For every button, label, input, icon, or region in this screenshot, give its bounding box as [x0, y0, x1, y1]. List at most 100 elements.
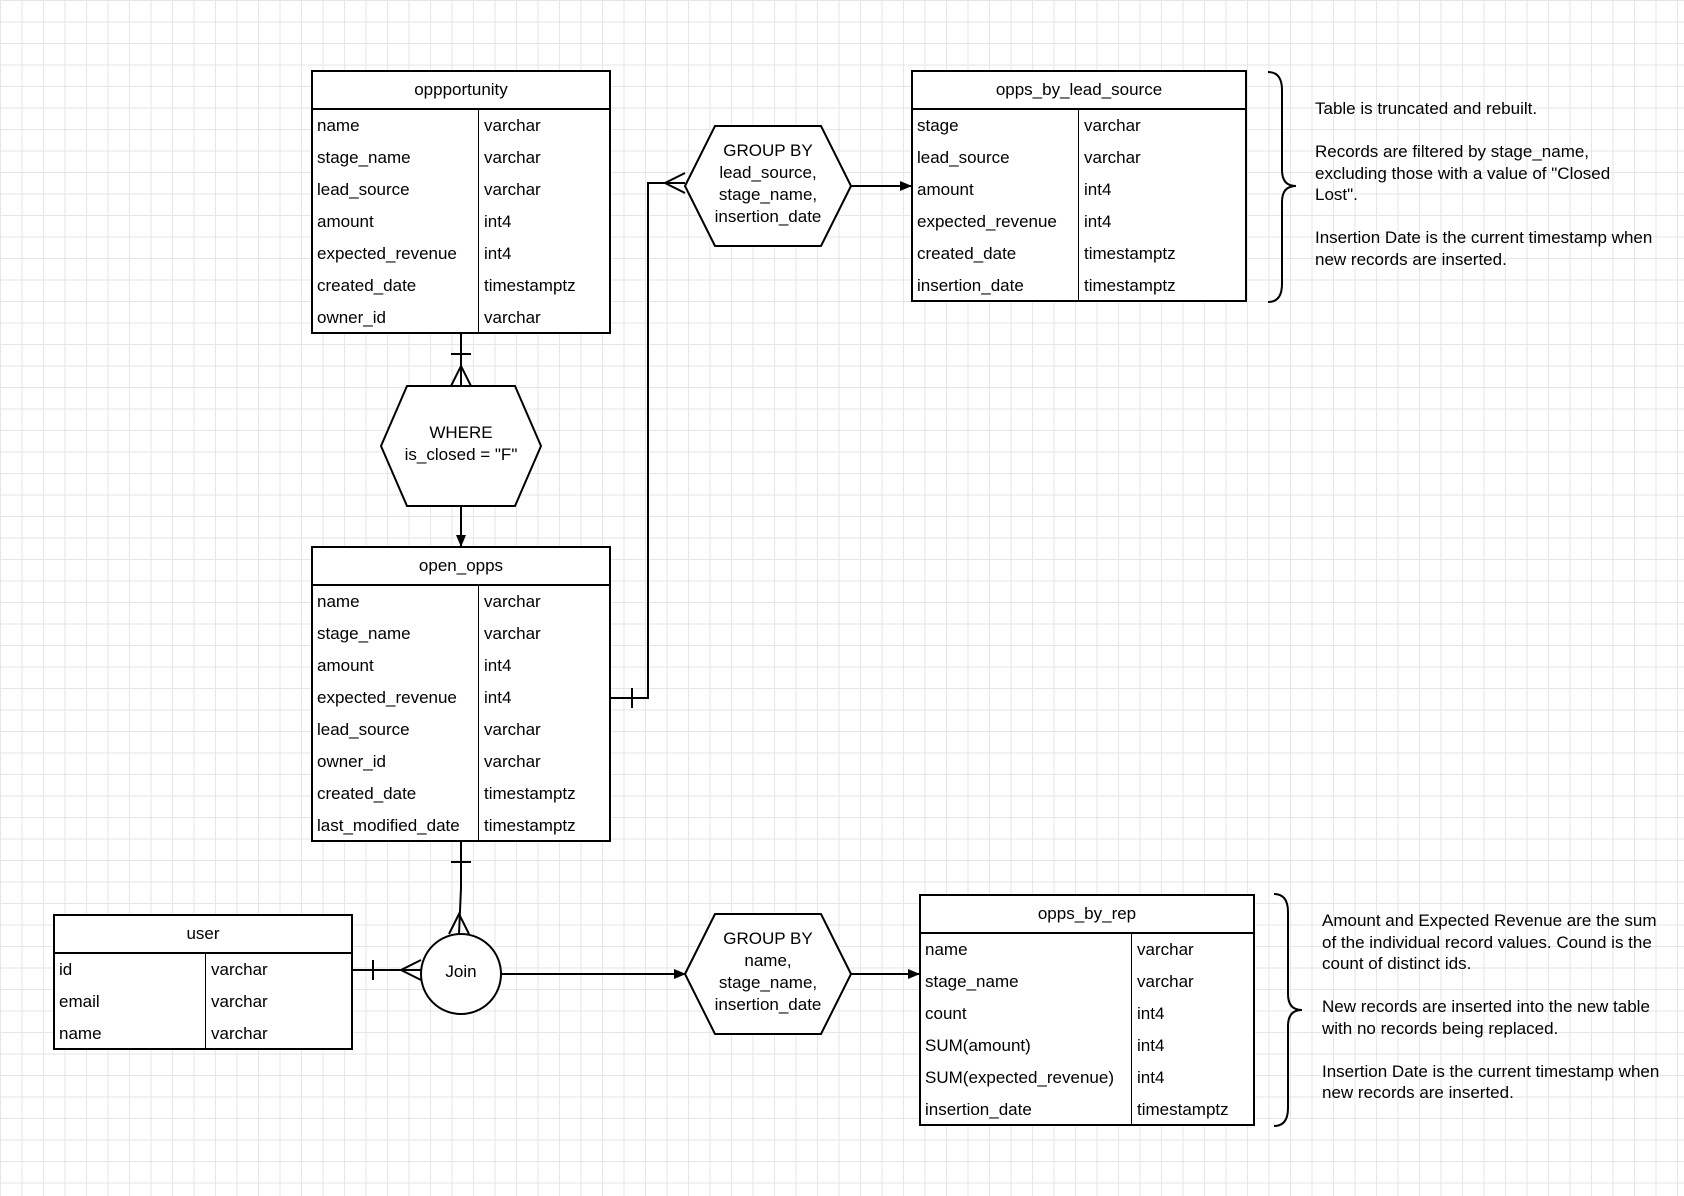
column-name: name — [55, 1018, 206, 1050]
entity-opps-by-lead-source[interactable]: opps_by_lead_source stage varchar lead_sou… — [911, 70, 1247, 302]
column-type: timestamptz — [1137, 1100, 1229, 1119]
entity-title: open_opps — [313, 548, 609, 586]
connector-open-opps-to-join — [448, 842, 471, 935]
column-type: varchar — [211, 992, 268, 1011]
column-name: expected_revenue — [913, 206, 1079, 238]
note-paragraph: Records are filtered by stage_name, excl… — [1315, 142, 1611, 204]
column-type: varchar — [484, 308, 541, 327]
column-name: stage_name — [313, 618, 479, 650]
column-name: email — [55, 986, 206, 1018]
column-type: timestamptz — [1084, 244, 1176, 263]
connector-user-to-join — [353, 959, 422, 981]
column-type: int4 — [1137, 1068, 1165, 1087]
column-name: amount — [913, 174, 1079, 206]
table-row[interactable]: count int4 — [921, 998, 1253, 1030]
note-paragraph: New records are inserted into the new ta… — [1322, 997, 1650, 1038]
table-row[interactable]: created_date timestamptz — [313, 270, 609, 302]
column-name: created_date — [313, 270, 479, 302]
column-name: amount — [313, 650, 479, 682]
table-row[interactable]: created_date timestamptz — [913, 238, 1245, 270]
column-type: varchar — [484, 592, 541, 611]
column-name: lead_source — [313, 714, 479, 746]
group-by-lead-source-label: GROUP BY lead_source, stage_name, insert… — [714, 141, 822, 226]
column-name: id — [55, 954, 206, 986]
connector-open-opps-to-group-lead-source — [611, 172, 686, 708]
column-name: stage_name — [313, 142, 479, 174]
note-paragraph: Amount and Expected Revenue are the sum … — [1322, 911, 1657, 973]
table-row[interactable]: name varchar — [313, 110, 609, 142]
column-name: SUM(amount) — [921, 1030, 1132, 1062]
column-type: int4 — [484, 656, 512, 675]
table-row[interactable]: id varchar — [55, 954, 351, 986]
table-row[interactable]: amount int4 — [313, 650, 609, 682]
table-row[interactable]: lead_source varchar — [313, 714, 609, 746]
column-type: int4 — [1137, 1004, 1165, 1023]
column-name: name — [921, 934, 1132, 966]
entity-title: opps_by_rep — [921, 896, 1253, 934]
column-type: int4 — [1137, 1036, 1165, 1055]
column-type: varchar — [484, 180, 541, 199]
column-name: created_date — [913, 238, 1079, 270]
brace-rep — [1273, 893, 1303, 1127]
table-row[interactable]: name varchar — [921, 934, 1253, 966]
column-type: int4 — [484, 688, 512, 707]
entity-title: oppportunity — [313, 72, 609, 110]
column-name: amount — [313, 206, 479, 238]
column-name: lead_source — [913, 142, 1079, 174]
table-row[interactable]: lead_source varchar — [313, 174, 609, 206]
column-name: stage — [913, 110, 1079, 142]
column-type: timestamptz — [484, 784, 576, 803]
column-name: count — [921, 998, 1132, 1030]
column-name: insertion_date — [921, 1094, 1132, 1126]
where-hexagon[interactable] — [379, 385, 543, 507]
note-paragraph: Insertion Date is the current timestamp … — [1315, 228, 1653, 269]
column-type: varchar — [1084, 116, 1141, 135]
where-label: WHERE is_closed = "F" — [404, 423, 518, 464]
column-name: lead_source — [313, 174, 479, 206]
column-name: expected_revenue — [313, 682, 479, 714]
table-row[interactable]: SUM(expected_revenue)int4 — [921, 1062, 1253, 1094]
column-type: timestamptz — [484, 816, 576, 835]
entity-opps-by-rep[interactable]: opps_by_rep name varchar stage_name varchar… — [919, 894, 1255, 1126]
join-label: Join — [445, 962, 477, 981]
column-name: stage_name — [921, 966, 1132, 998]
table-row[interactable]: SUM(amount) int4 — [921, 1030, 1253, 1062]
column-type: varchar — [484, 752, 541, 771]
table-row[interactable]: expected_revenue int4 — [313, 682, 609, 714]
column-name: expected_revenue — [313, 238, 479, 270]
table-row[interactable]: stage varchar — [913, 110, 1245, 142]
column-type: varchar — [1137, 940, 1194, 959]
column-name: insertion_date — [913, 270, 1079, 302]
column-type: timestamptz — [484, 276, 576, 295]
connector-opportunity-to-where — [450, 334, 472, 387]
entity-title: opps_by_lead_source — [913, 72, 1245, 110]
table-row[interactable]: stage_name varchar — [921, 966, 1253, 998]
column-type: varchar — [484, 720, 541, 739]
note-rep: Amount and Expected Revenue are the sum … — [1322, 910, 1662, 1125]
column-name: name — [313, 110, 479, 142]
table-row[interactable]: email varchar — [55, 986, 351, 1018]
column-type: varchar — [211, 960, 268, 979]
table-row[interactable]: insertion_date timestamptz — [921, 1094, 1253, 1126]
column-type: varchar — [1137, 972, 1194, 991]
brace-lead-source — [1267, 71, 1297, 303]
column-type: varchar — [484, 116, 541, 135]
